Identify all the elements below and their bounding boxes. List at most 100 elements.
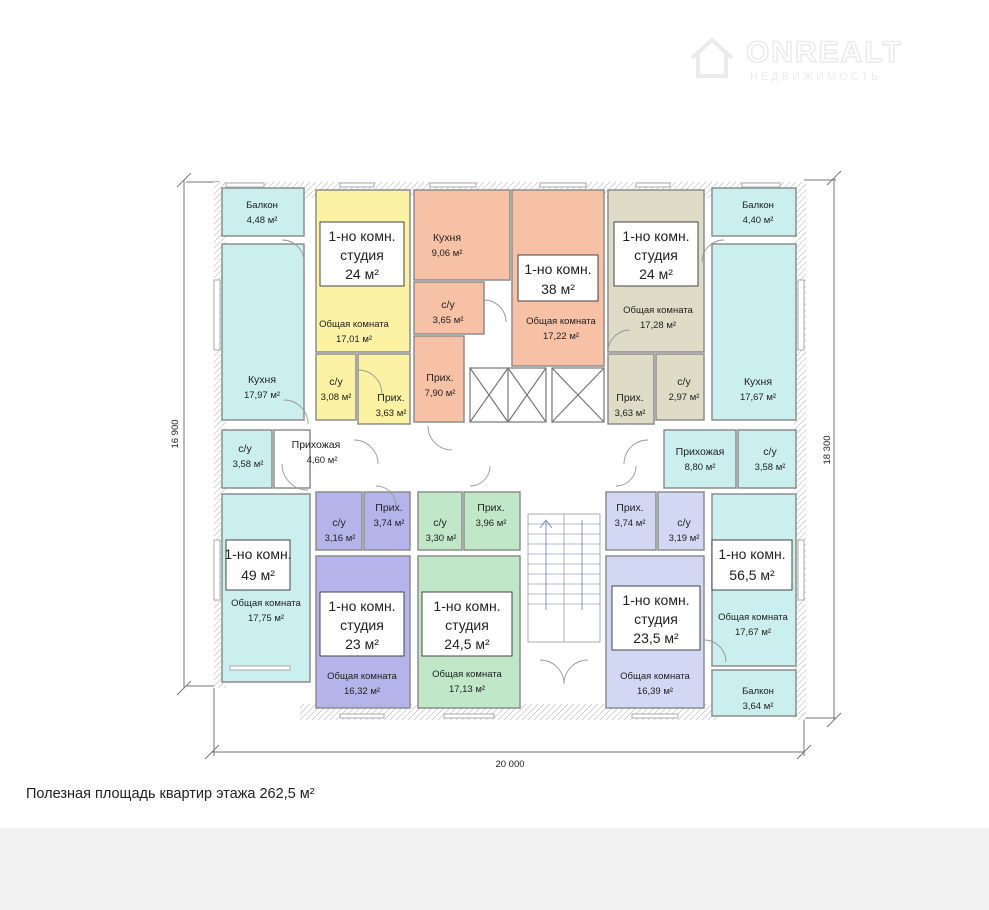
room-area: 17,67 м² [740,392,776,403]
tan-title-3: 24 м² [639,266,673,282]
hall-left-area [273,429,311,489]
purple-title-3: 23 м² [345,636,379,652]
room-area: 3,30 м² [426,533,457,544]
room-name: Прих. [377,392,404,404]
room-area: 3,58 м² [755,462,786,473]
hall-right [663,429,737,489]
room-name: с/у [441,299,455,311]
room-area: 16,39 м² [637,686,673,697]
room-name: Прихожая [292,439,341,451]
windows [213,182,805,719]
room-name: Прих. [426,372,453,384]
lavender-title-1: 1-но комн. [622,592,689,608]
room-area: 4,48 м² [247,215,278,226]
room-area: 17,01 м² [336,334,372,345]
green-title-3: 24,5 м² [444,636,490,652]
room-area: 9,06 м² [432,248,463,259]
room-name: с/у [433,517,447,529]
right-title-1: 1-но комн. [718,546,785,562]
room-name: Общая комната [620,671,690,682]
kitchen-right [711,243,797,421]
room-name: Прих. [616,392,643,404]
room-area: 3,74 м² [374,518,405,529]
dim-right: 18 300 [822,435,833,464]
room-area: 3,63 м² [615,408,646,419]
room-name: Общая комната [432,669,502,680]
room-area: 17,97 м² [244,390,280,401]
room-name: Прихожая [676,446,725,458]
room-area: 8,80 м² [685,462,716,473]
room-area: 3,16 м² [325,533,356,544]
purple-title-1: 1-но комн. [328,598,395,614]
purple-hall [363,491,411,551]
room-area: 17,75 м² [248,613,284,624]
room-name: Прих. [375,502,402,514]
tan-bath [655,353,705,421]
green-bath [417,491,463,551]
room-name: Общая комната [231,598,301,609]
room-area: 4,40 м² [743,215,774,226]
tan-title-box [613,221,699,287]
room-area: 17,67 м² [735,627,771,638]
tan-hall [607,353,655,425]
yellow-title-1: 1-но комн. [328,228,395,244]
room-name: с/у [677,517,691,529]
green-title-1: 1-но комн. [433,598,500,614]
room-area: 3,63 м² [376,408,407,419]
brand-text: ONREALT [746,36,903,69]
lavender-bath [657,491,705,551]
right-title-box [711,539,793,591]
room-name: с/у [329,376,343,388]
left-title-2: 49 м² [241,567,275,583]
room-name: Общая комната [718,612,788,623]
brand-tagline: НЕДВИЖИМОСТЬ [750,71,881,83]
yellow-title-box [319,221,405,287]
room-area: 3,19 м² [669,533,700,544]
bath-left [221,429,273,489]
orange-kitchen [413,189,511,281]
room-name: Общая комната [623,305,693,316]
lavender-title-3: 23,5 м² [633,630,679,646]
room-area: 16,32 м² [344,686,380,697]
room-name: с/у [763,446,777,458]
bath-right [737,429,797,489]
floor-plan: 16 900 18 300 20 000 [170,170,842,770]
orange-bath [413,281,485,335]
balcony-top-right [711,187,797,237]
dim-bottom: 20 000 [495,759,524,770]
green-hall [463,491,521,551]
room-area: 3,08 м² [321,392,352,403]
room-name: Общая комната [327,671,397,682]
room-name: Кухня [248,374,276,386]
room-area: 17,28 м² [640,320,676,331]
dim-left: 16 900 [170,419,181,448]
kitchen-left [221,243,305,421]
green-title-2: студия [445,617,489,633]
watermark-logo: ONREALT НЕДВИЖИМОСТЬ [690,35,903,83]
room-area: 3,96 м² [476,518,507,529]
balcony-top-left [221,187,305,237]
usable-area-summary: Полезная площадь квартир этажа 262,5 м² [26,786,315,802]
left-title-1: 1-но комн. [224,546,291,562]
room-area: 4,60 м² [307,455,338,466]
yellow-bath [315,353,357,421]
purple-title-box [319,591,405,657]
bottom-band [0,828,989,910]
apartment-boxes [225,221,793,657]
room-area: 3,65 м² [433,315,464,326]
room-name: Балкон [742,686,774,697]
orange-title-box [517,254,599,302]
room-area: 7,90 м² [425,388,456,399]
room-name: Балкон [246,200,278,211]
balcony-bottom-right [711,669,797,717]
staircase [527,513,601,643]
room-area: 3,74 м² [615,518,646,529]
yellow-title-2: студия [340,247,384,263]
room-name: Балкон [742,200,774,211]
doors [281,239,727,685]
yellow-hall [357,353,411,425]
room-name: Прих. [616,502,643,514]
room-name: с/у [332,517,346,529]
lavender-hall [605,491,657,551]
orange-title-1: 1-но комн. [524,261,591,277]
